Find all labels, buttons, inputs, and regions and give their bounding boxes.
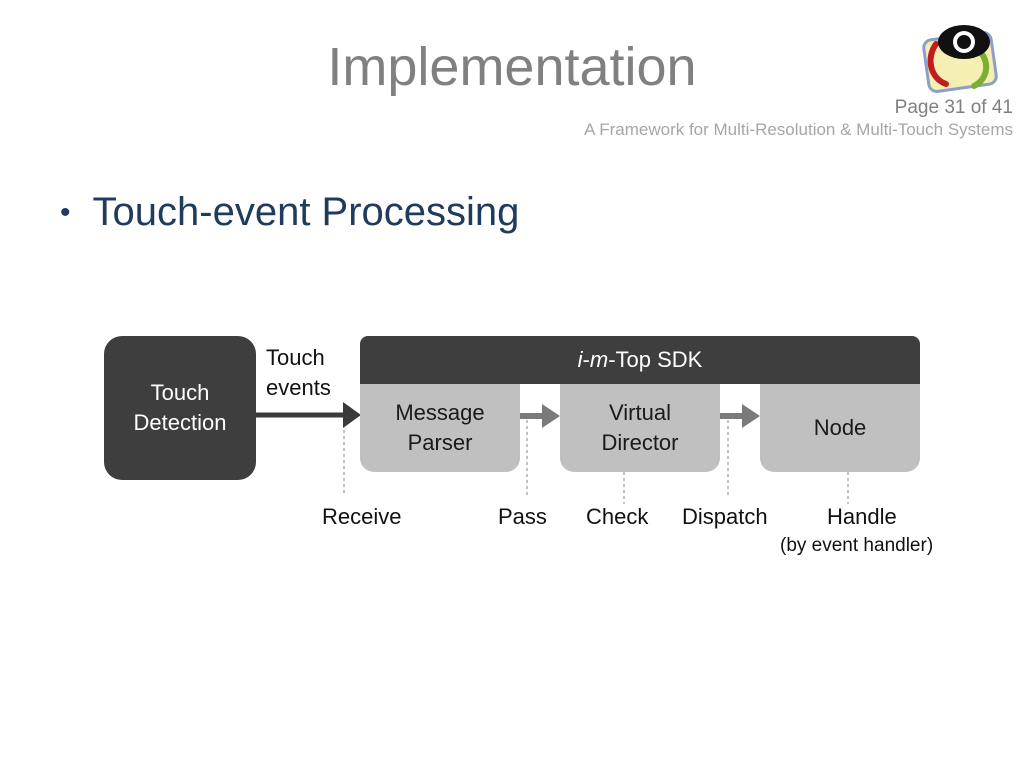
bullet-dot: •: [60, 195, 71, 229]
app-logo-icon: [922, 25, 998, 93]
virtual-director-line2: Director: [601, 430, 679, 455]
pass-arrowhead: [542, 404, 560, 428]
node-box: Node: [760, 384, 920, 472]
dispatch-arrowhead: [742, 404, 760, 428]
sdk-dash: -: [582, 347, 590, 372]
message-parser-line1: Message: [395, 400, 485, 425]
virtual-director-line1: Virtual: [609, 400, 671, 425]
message-parser-box: Message Parser: [360, 384, 520, 472]
touch-detection-line2: Detection: [133, 410, 227, 435]
step-receive: Receive: [322, 504, 402, 529]
presentation-subtitle: A Framework for Multi-Resolution & Multi…: [584, 120, 1013, 139]
virtual-director-box: Virtual Director: [560, 384, 720, 472]
step-pass: Pass: [498, 504, 547, 529]
sdk-header: i-m-Top SDK: [360, 336, 920, 384]
bullet-text: Touch-event Processing: [92, 190, 520, 234]
sdk-prefix-m: m: [589, 347, 609, 372]
step-handle: Handle: [827, 504, 897, 529]
sdk-name-rest: -Top SDK: [608, 347, 703, 372]
message-parser-line2: Parser: [407, 430, 473, 455]
step-dispatch: Dispatch: [682, 504, 768, 529]
slide-title: Implementation: [327, 37, 697, 97]
node-label: Node: [813, 415, 867, 440]
touch-events-line2: events: [266, 375, 331, 400]
step-handle-note: (by event handler): [780, 535, 934, 556]
touch-events-line1: Touch: [266, 345, 325, 370]
touch-detection-line1: Touch: [150, 380, 210, 405]
step-check: Check: [586, 504, 649, 529]
touch-detection-box: Touch Detection: [104, 336, 256, 480]
page-number: Page 31 of 41: [894, 97, 1013, 118]
touch-events-label: Touch events: [266, 343, 331, 403]
bullet-item: • Touch-event Processing: [60, 190, 519, 235]
sdk-prefix-i: i: [577, 347, 583, 372]
touch-events-arrowhead: [343, 402, 361, 428]
